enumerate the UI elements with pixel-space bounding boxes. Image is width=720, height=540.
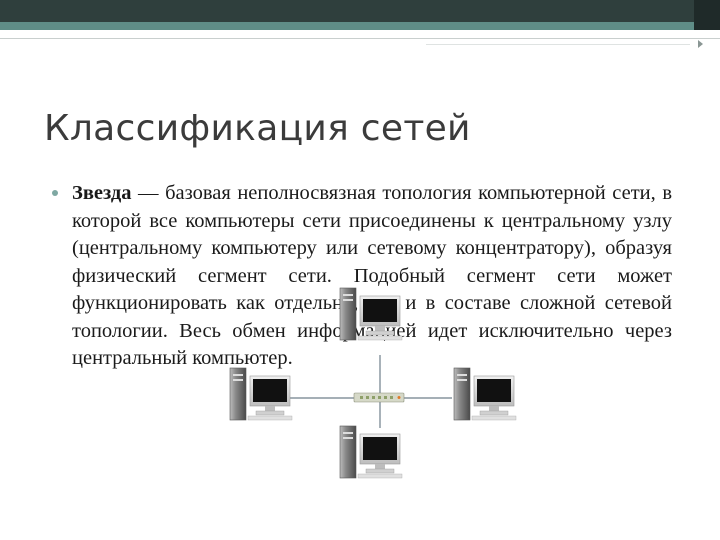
computer-bottom-icon bbox=[339, 425, 403, 479]
header-arrow-icon bbox=[698, 40, 703, 48]
header-rule bbox=[0, 38, 720, 39]
bullet-icon bbox=[52, 190, 58, 196]
slide-title: Классификация сетей bbox=[44, 108, 471, 149]
computer-left-icon bbox=[229, 367, 293, 421]
bullet-description: — базовая неполносвязная топология компь… bbox=[72, 182, 672, 369]
header-accent-stripe bbox=[0, 22, 720, 30]
computer-top-icon bbox=[339, 287, 403, 341]
header-corner-block bbox=[694, 0, 720, 30]
hub-icon bbox=[353, 392, 405, 403]
star-topology-diagram bbox=[229, 287, 517, 479]
computer-right-icon bbox=[453, 367, 517, 421]
header-rule-short bbox=[426, 44, 690, 45]
bullet-term: Звезда bbox=[72, 182, 132, 204]
bullet-text: Звезда — базовая неполносвязная топологи… bbox=[72, 180, 672, 373]
